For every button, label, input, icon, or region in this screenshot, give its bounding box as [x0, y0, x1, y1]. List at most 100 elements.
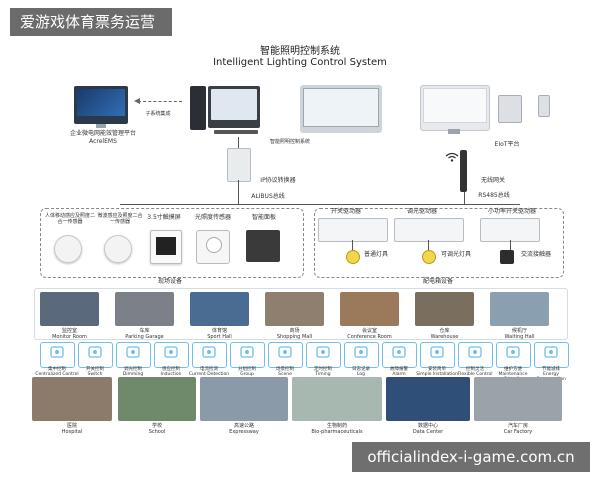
- application-label-cn: 学校: [151, 423, 162, 429]
- application-label-en: Bio-pharmaceuticals: [311, 429, 363, 435]
- function-label-en: Centralized Control: [35, 372, 79, 377]
- field-group-label: 现场设备: [157, 278, 182, 285]
- scene-label-en: Monitor Room: [52, 334, 87, 340]
- application-photo: [200, 377, 288, 421]
- scene-photo: [115, 292, 174, 326]
- smart-panel: [246, 230, 280, 262]
- arrow-head-icon: [134, 98, 140, 104]
- function-label-cn: 感应控制: [162, 367, 180, 372]
- function-label-cn: 安装简单: [428, 367, 446, 372]
- function-icon: [278, 346, 292, 358]
- normal-light-icon: [346, 250, 360, 264]
- function-label-cn: 故障报警: [390, 367, 408, 372]
- connector-line: [352, 240, 353, 252]
- scene-label-en: Waiting Hall: [504, 334, 535, 340]
- lux-sensor: [196, 230, 230, 264]
- application-photo: [292, 377, 382, 421]
- function-icon-box: [382, 342, 417, 368]
- connector-line: [238, 180, 239, 204]
- integration-arrow: [138, 101, 182, 102]
- application-photo: [118, 377, 196, 421]
- function-icon-box: [458, 342, 493, 368]
- diagram-title-en: Intelligent Lighting Control System: [213, 57, 387, 68]
- function-label-cn: 定时控制: [314, 367, 332, 372]
- function-icon-box: [154, 342, 189, 368]
- host-monitor: [208, 86, 260, 128]
- cabinet-group-label: 配电箱设备: [422, 278, 453, 285]
- application-label-cn: 数据中心: [417, 423, 438, 429]
- alibus-label: ALIBUS总线: [251, 193, 285, 200]
- function-label-cn: 场景控制: [276, 367, 294, 372]
- normal-light-label: 普通灯具: [363, 251, 388, 258]
- function-label-cn: 日志记录: [352, 367, 370, 372]
- function-icon: [430, 346, 444, 358]
- function-icon-box: [344, 342, 379, 368]
- microwave-sensor: [104, 235, 132, 263]
- contactor-icon: [500, 250, 514, 264]
- tablet: [498, 95, 522, 123]
- keyboard: [214, 130, 258, 134]
- function-label-en: Timing: [315, 372, 331, 377]
- sensor2-label: 微波感应及照度二合一传感器: [97, 213, 143, 225]
- scene-photo: [40, 292, 99, 326]
- function-label-en: Alarm: [392, 372, 406, 377]
- switch-driver-label: 开关驱动器: [330, 208, 361, 215]
- application-label-en: Car Factory: [503, 429, 533, 435]
- function-label-en: Current Detection: [188, 372, 230, 377]
- wifi-icon: [445, 147, 459, 162]
- function-icon-box: [78, 342, 113, 368]
- switch-driver-module: [318, 218, 388, 242]
- wireless-label: 无线网关: [480, 177, 505, 184]
- function-label-en: Simple Installation: [416, 372, 458, 377]
- wireless-gateway: [460, 150, 467, 192]
- scene-label-en: Conference Room: [347, 334, 392, 340]
- function-icon-box: [496, 342, 531, 368]
- function-icon: [468, 346, 482, 358]
- eiot-label: EIoT平台: [494, 141, 520, 148]
- touch-label: 3.5寸触摸屏: [147, 214, 181, 221]
- scene-label-en: Shopping Mall: [276, 334, 313, 340]
- function-icon: [88, 346, 102, 358]
- function-label-en: Induction: [160, 372, 182, 377]
- dimmer-driver-label: 调光驱动器: [406, 208, 437, 215]
- sensor1-label: 人体移动感应及照度二合一传感器: [44, 213, 95, 225]
- function-label-cn: 分组控制: [238, 367, 256, 372]
- ip-converter-label: IP协议转换器: [260, 177, 296, 184]
- application-label-cn: 高速公路: [233, 423, 254, 429]
- scene-label-cn: 候机厅: [511, 328, 527, 334]
- dim-light-label: 可调光灯具: [440, 251, 471, 258]
- field-device-group: [40, 208, 304, 278]
- connector-line: [464, 192, 465, 204]
- scene-strip-border: [34, 288, 568, 340]
- scene-label-cn: 体育馆: [211, 328, 227, 334]
- function-icon: [392, 346, 406, 358]
- application-label-en: School: [148, 429, 166, 435]
- ems-label-cn: 企业微电网能效管理平台: [69, 130, 136, 137]
- ems-monitor: [74, 86, 128, 124]
- connector-line: [428, 240, 429, 252]
- function-label-en: Flexible Control: [457, 372, 493, 377]
- ems-monitor-stand: [96, 124, 106, 128]
- function-icon: [50, 346, 64, 358]
- scene-label-cn: 车库: [139, 328, 150, 334]
- function-label-cn: 控制灵活: [466, 367, 484, 372]
- scene-label-cn: 仓库: [439, 328, 450, 334]
- application-label-cn: 医院: [66, 423, 77, 429]
